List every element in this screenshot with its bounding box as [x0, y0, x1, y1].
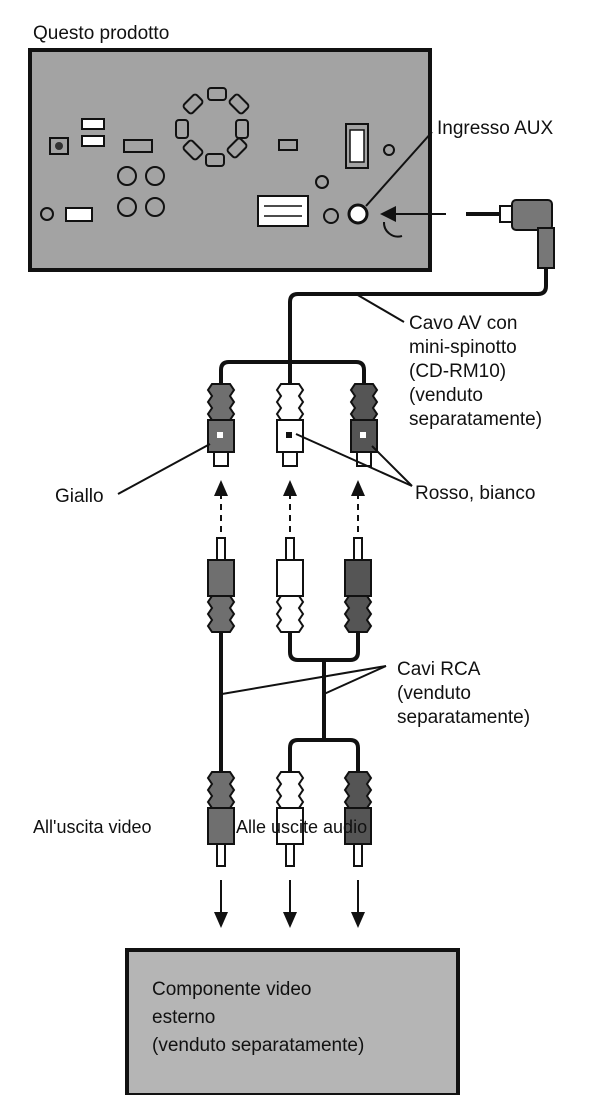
screw-icon	[40, 207, 54, 221]
white-leader-line	[295, 433, 413, 487]
av-plug-yellow-icon	[206, 383, 236, 467]
head-unit-rear-panel	[28, 48, 432, 272]
antenna-jack-icon	[49, 137, 69, 155]
indicator-icon	[383, 144, 395, 156]
rca-plug-video-bottom-icon	[206, 771, 236, 867]
mini-plug-icon	[466, 199, 555, 269]
connect-arrows-down	[214, 880, 365, 928]
rca-plug-red-top-icon	[343, 537, 373, 633]
rca-leader-line-2	[323, 665, 387, 695]
yellow-leader-line	[117, 443, 211, 495]
main-harness-connector-icon	[257, 195, 309, 227]
ground-icon	[315, 175, 329, 189]
small-port-icon	[278, 139, 298, 151]
red-leader-line	[371, 445, 413, 487]
small-jack-icon	[323, 208, 339, 224]
rca-plug-white-bottom-icon	[275, 771, 305, 867]
connect-arrows-up	[214, 480, 365, 532]
rca-leader-line-1	[221, 665, 387, 695]
red-white-label: Rosso, bianco	[415, 483, 536, 504]
rca-cables-label: Cavi RCA (venduto separatamente)	[397, 659, 531, 728]
aux-jack-icon	[347, 203, 369, 225]
rca-audio-cable-bottom	[288, 738, 360, 772]
av-cable-leader-line	[355, 293, 405, 323]
aux-input-label: Ingresso AUX	[437, 118, 554, 139]
external-component-box	[125, 948, 460, 1095]
rca-output-jacks-icon	[117, 166, 165, 217]
fan-ring-icon	[175, 87, 250, 167]
usb-port-icon	[81, 118, 105, 147]
video-out-label: All'uscita video	[33, 817, 152, 837]
insert-arrow-icon	[380, 206, 446, 222]
port-icon	[123, 139, 153, 153]
yellow-label: Giallo	[55, 486, 104, 507]
aux-leader-line	[365, 131, 433, 207]
product-label: Questo prodotto	[33, 23, 170, 44]
rca-plug-red-bottom-icon	[343, 771, 373, 867]
av-cable-branch	[219, 360, 366, 384]
rca-plug-video-top-icon	[206, 537, 236, 633]
external-component-label: Componente video esterno (venduto separa…	[152, 979, 365, 1056]
av-plug-white-icon	[275, 383, 305, 467]
multi-pin-connector-icon	[345, 123, 369, 169]
rca-audio-cable-top	[288, 632, 360, 662]
rca-plug-white-top-icon	[275, 537, 305, 633]
av-plug-red-icon	[349, 383, 379, 467]
av-cable-label: Cavo AV con mini-spinotto (CD-RM10) (ven…	[409, 313, 543, 430]
av-cable-line	[288, 268, 548, 360]
audio-out-label: Alle uscite audio	[236, 817, 368, 837]
hdmi-port-icon	[65, 207, 93, 222]
